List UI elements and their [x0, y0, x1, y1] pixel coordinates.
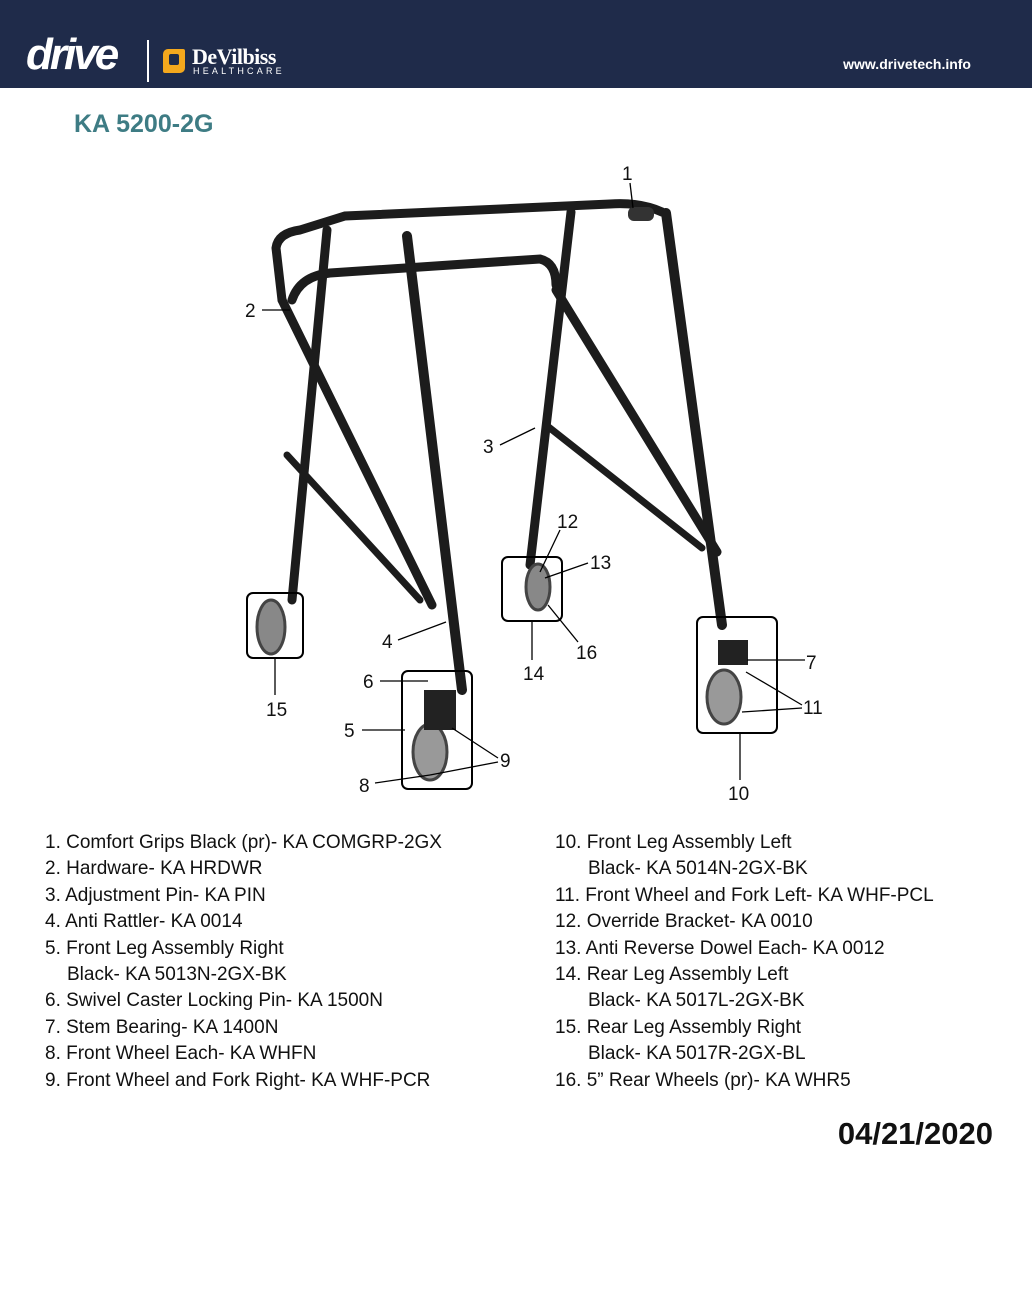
callout-6: 6 — [363, 672, 374, 693]
callout-13: 13 — [590, 553, 611, 574]
part-item: 5. Front Leg Assembly Right — [45, 937, 284, 959]
devilbiss-logo: DeVilbiss — [192, 44, 276, 69]
callout-10: 10 — [728, 784, 749, 805]
wheels — [255, 562, 748, 782]
part-item-continued: Black- KA 5014N-2GX-BK — [588, 858, 808, 880]
callout-leaders — [262, 182, 805, 784]
logo-divider — [147, 40, 149, 82]
parts-list-right: 10. Front Leg Assembly Left Black- KA 50… — [555, 830, 934, 1094]
callout-15: 15 — [266, 700, 287, 721]
callout-2: 2 — [245, 301, 256, 322]
part-item: 3. Adjustment Pin- KA PIN — [45, 884, 266, 906]
callout-12: 12 — [557, 512, 578, 533]
part-item: 6. Swivel Caster Locking Pin- KA 1500N — [45, 990, 383, 1012]
part-item: 4. Anti Rattler- KA 0014 — [45, 911, 243, 933]
callout-4: 4 — [382, 632, 393, 653]
part-item-continued: Black- KA 5013N-2GX-BK — [67, 964, 287, 986]
page-title: KA 5200-2G — [74, 110, 214, 138]
callout-14: 14 — [523, 664, 545, 685]
part-item-continued: Black- KA 5017L-2GX-BK — [588, 990, 805, 1012]
parts-list-left: 1. Comfort Grips Black (pr)- KA COMGRP-2… — [45, 830, 442, 1094]
callout-3: 3 — [483, 437, 494, 458]
callout-1: 1 — [622, 164, 633, 185]
callout-5: 5 — [344, 721, 355, 742]
callout-7: 7 — [806, 653, 817, 674]
callout-9: 9 — [500, 751, 511, 772]
website-link[interactable]: www.drivetech.info — [843, 56, 971, 72]
part-item: 10. Front Leg Assembly Left — [555, 832, 792, 853]
part-item: 8. Front Wheel Each- KA WHFN — [45, 1043, 317, 1065]
part-item: 12. Override Bracket- KA 0010 — [555, 911, 813, 933]
document-date: 04/21/2020 — [837, 1116, 993, 1151]
part-item: 16. 5” Rear Wheels (pr)- KA WHR5 — [555, 1069, 851, 1091]
part-item: 9. Front Wheel and Fork Right- KA WHF-PC… — [45, 1069, 431, 1091]
devilbiss-logo-mark-icon — [163, 49, 185, 73]
part-item: 1. Comfort Grips Black (pr)- KA COMGRP-2… — [45, 832, 442, 853]
part-item: 11. Front Wheel and Fork Left- KA WHF-PC… — [555, 884, 934, 906]
callout-16: 16 — [576, 643, 597, 664]
part-item-continued: Black- KA 5017R-2GX-BL — [588, 1043, 806, 1065]
part-item: 15. Rear Leg Assembly Right — [555, 1016, 802, 1038]
comfort-grip — [628, 207, 654, 221]
devilbiss-logo-sub: HEALTHCARE — [193, 66, 285, 76]
header-banner: drive DeVilbiss HEALTHCARE www.drivetech… — [0, 0, 1032, 88]
part-item: 2. Hardware- KA HRDWR — [45, 858, 263, 880]
part-item: 14. Rear Leg Assembly Left — [555, 964, 789, 986]
callout-8: 8 — [359, 776, 370, 797]
callout-boxes — [246, 556, 778, 790]
callout-numbers: 1 2 3 4 5 6 7 8 9 10 11 12 13 14 15 16 — [245, 164, 823, 805]
part-item: 13. Anti Reverse Dowel Each- KA 0012 — [555, 937, 885, 959]
walker-exploded-diagram: 1 2 3 4 5 6 7 8 9 10 11 12 13 14 15 16 — [245, 164, 823, 805]
drive-logo: drive — [26, 30, 119, 79]
walker-frame — [271, 199, 727, 695]
part-item: 7. Stem Bearing- KA 1400N — [45, 1016, 279, 1038]
callout-11: 11 — [803, 698, 823, 719]
